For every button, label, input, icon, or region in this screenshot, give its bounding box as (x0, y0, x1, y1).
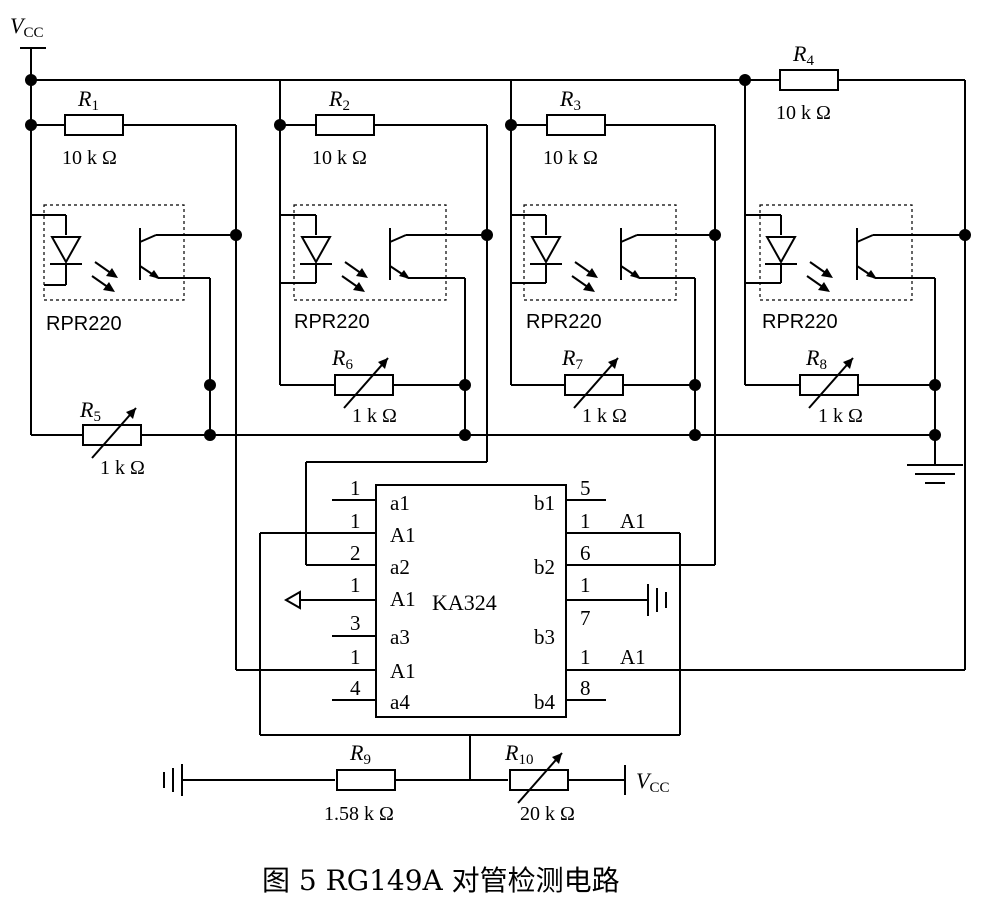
svg-text:a2: a2 (390, 555, 410, 579)
svg-text:2: 2 (350, 541, 361, 565)
sensor-2: RPR220 (293, 204, 447, 333)
svg-text:VCC: VCC (10, 13, 43, 41)
svg-text:A1: A1 (620, 509, 646, 533)
svg-text:A1: A1 (620, 645, 646, 669)
svg-text:A1: A1 (390, 523, 416, 547)
output-arrow-icon (283, 590, 301, 610)
svg-text:7: 7 (580, 606, 591, 630)
svg-text:R6: R6 (331, 345, 353, 373)
svg-text:A1: A1 (390, 659, 416, 683)
svg-text:VCC: VCC (636, 768, 669, 796)
svg-text:1: 1 (350, 509, 361, 533)
sensor-1-label: RPR220 (46, 313, 122, 335)
resistor-r3: R3 10 k Ω (543, 86, 606, 169)
r2-value: 10 k Ω (312, 147, 367, 169)
r1-value: 10 k Ω (62, 147, 117, 169)
resistor-r7: R7 1 k Ω (561, 345, 627, 427)
svg-text:A1: A1 (390, 587, 416, 611)
resistor-r10: R10 20 k Ω (504, 740, 575, 825)
svg-text:a3: a3 (390, 625, 410, 649)
r8-value: 1 k Ω (818, 405, 863, 427)
ground-symbol-ic (647, 584, 667, 616)
svg-text:1: 1 (350, 476, 361, 500)
svg-text:R3: R3 (559, 86, 581, 114)
svg-text:b2: b2 (534, 555, 555, 579)
ic-ka324: KA324 1 a1 1 A1 2 a2 1 A1 3 a3 1 A1 4 a4… (350, 476, 646, 718)
svg-text:1: 1 (350, 645, 361, 669)
ground-symbol-right (907, 435, 963, 484)
svg-text:R4: R4 (792, 41, 814, 69)
r7-value: 1 k Ω (582, 405, 627, 427)
r5-value: 1 k Ω (100, 457, 145, 479)
svg-text:a1: a1 (390, 491, 410, 515)
svg-text:1: 1 (580, 645, 591, 669)
svg-text:1: 1 (350, 573, 361, 597)
resistor-r6: R6 1 k Ω (331, 345, 397, 427)
junctions (25, 74, 971, 441)
resistor-r8: R8 1 k Ω (799, 345, 863, 427)
sensor-4-label: RPR220 (762, 311, 838, 333)
svg-text:R1: R1 (77, 86, 99, 114)
sensor-2-label: RPR220 (294, 311, 370, 333)
sensor-3: RPR220 (523, 204, 677, 333)
r4-value: 10 k Ω (776, 102, 831, 124)
vcc-top-label: V (10, 13, 26, 38)
r3-value: 10 k Ω (543, 147, 598, 169)
svg-text:1: 1 (580, 573, 591, 597)
vcc-right-terminal: VCC (624, 765, 669, 796)
svg-text:8: 8 (580, 676, 591, 700)
svg-text:6: 6 (580, 541, 591, 565)
svg-text:b1: b1 (534, 491, 555, 515)
ground-symbol-divider (163, 764, 183, 796)
r9-value: 1.58 k Ω (324, 803, 394, 825)
svg-text:b3: b3 (534, 625, 555, 649)
svg-text:b4: b4 (534, 690, 556, 714)
svg-text:1: 1 (580, 509, 591, 533)
svg-text:R2: R2 (328, 86, 350, 114)
svg-text:5: 5 (580, 476, 591, 500)
resistor-r1: R1 10 k Ω (62, 86, 124, 169)
svg-text:4: 4 (350, 676, 361, 700)
resistor-r5: R5 1 k Ω (79, 397, 145, 479)
vcc-top-sub: CC (23, 25, 43, 41)
svg-text:R5: R5 (79, 397, 101, 425)
svg-text:R10: R10 (504, 740, 533, 768)
svg-text:R8: R8 (805, 345, 827, 373)
resistor-r2: R2 10 k Ω (312, 86, 375, 169)
resistor-r9: R9 1.58 k Ω (324, 740, 396, 825)
wiring (30, 79, 966, 781)
svg-text:a4: a4 (390, 690, 410, 714)
vcc-right-sub: CC (649, 780, 669, 796)
ic-name: KA324 (432, 590, 497, 615)
figure-caption: 图 5 RG149A 对管检测电路 (262, 864, 620, 897)
vcc-right-label: V (636, 768, 652, 793)
svg-text:R9: R9 (349, 740, 371, 768)
r10-value: 20 k Ω (520, 803, 575, 825)
sensor-1: RPR220 (43, 204, 185, 335)
vcc-top-terminal: VCC (10, 13, 46, 80)
sensor-4: RPR220 (759, 204, 913, 333)
resistor-r4: R4 10 k Ω (776, 41, 839, 124)
r6-value: 1 k Ω (352, 405, 397, 427)
svg-text:R7: R7 (561, 345, 583, 373)
sensor-3-label: RPR220 (526, 311, 602, 333)
svg-text:3: 3 (350, 611, 361, 635)
